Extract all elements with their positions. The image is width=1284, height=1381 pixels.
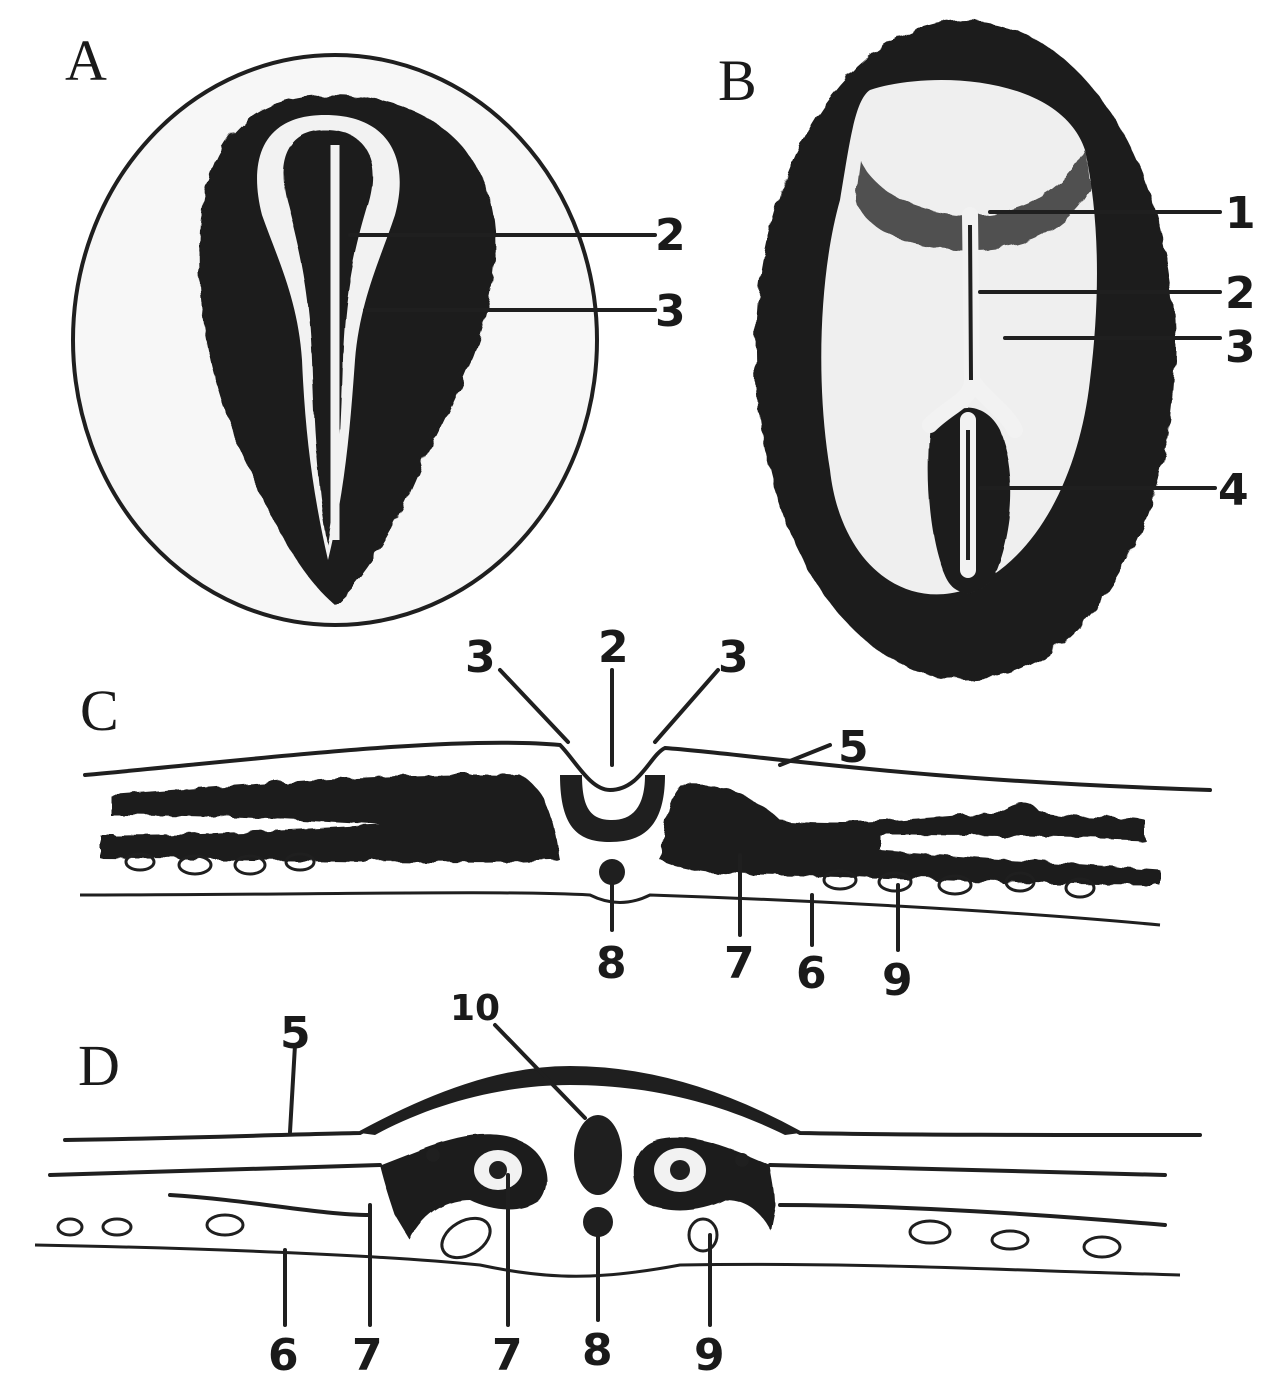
panel-d-label-10: 10 — [450, 988, 500, 1029]
panel-b-label-2: 2 — [1225, 268, 1256, 319]
panel-d-label-6: 6 — [268, 1330, 299, 1381]
panel-c-endoderm — [80, 893, 1160, 925]
panel-d: D — [35, 988, 1200, 1381]
panel-b: B 1 2 3 4 — [718, 20, 1256, 680]
panel-d-label-9: 9 — [694, 1330, 725, 1381]
panel-d-somite-right — [634, 1137, 775, 1230]
panel-d-dot-left — [426, 1148, 440, 1162]
panel-d-label-5: 5 — [280, 1008, 311, 1059]
panel-c-label-3-right: 3 — [718, 632, 749, 683]
panel-c-label-2: 2 — [598, 622, 629, 673]
panel-d-somite-left — [380, 1134, 547, 1240]
panel-c-label-6: 6 — [796, 948, 827, 999]
panel-c-label-3-left: 3 — [465, 632, 496, 683]
panel-c-notochord — [599, 859, 625, 885]
panel-a-label-3: 3 — [655, 286, 686, 337]
panel-c-letter: C — [80, 678, 119, 743]
panel-c: C 3 2 — [80, 622, 1210, 1006]
panel-b-label-4: 4 — [1218, 465, 1249, 516]
panel-d-label-8: 8 — [582, 1325, 613, 1376]
panel-d-label-7-right: 7 — [492, 1330, 523, 1381]
panel-d-neural-tube — [574, 1115, 622, 1195]
panel-a: A 2 3 — [65, 28, 686, 625]
panel-c-mesoderm-right — [660, 784, 1160, 885]
panel-b-label-3: 3 — [1225, 322, 1256, 373]
panel-a-label-2: 2 — [655, 210, 686, 261]
panel-d-somite-right-nucleus — [670, 1160, 690, 1180]
panel-c-label-5: 5 — [838, 722, 869, 773]
panel-d-label-7-left: 7 — [352, 1330, 383, 1381]
panel-d-dot-right — [735, 1153, 749, 1167]
panel-c-label-8: 8 — [596, 938, 627, 989]
panel-d-somite-left-nucleus — [489, 1161, 507, 1179]
panel-c-mesoderm-left — [100, 774, 560, 862]
panel-c-label-9: 9 — [882, 955, 913, 1006]
panel-b-letter: B — [718, 48, 757, 113]
panel-c-label-7: 7 — [724, 938, 755, 989]
panel-c-neural-groove — [560, 775, 665, 842]
panel-c-leader-3-right — [655, 670, 718, 742]
panel-b-label-1: 1 — [1225, 188, 1256, 239]
panel-c-leader-3-left — [500, 670, 568, 742]
panel-d-letter: D — [78, 1033, 120, 1098]
panel-a-letter: A — [65, 28, 107, 93]
